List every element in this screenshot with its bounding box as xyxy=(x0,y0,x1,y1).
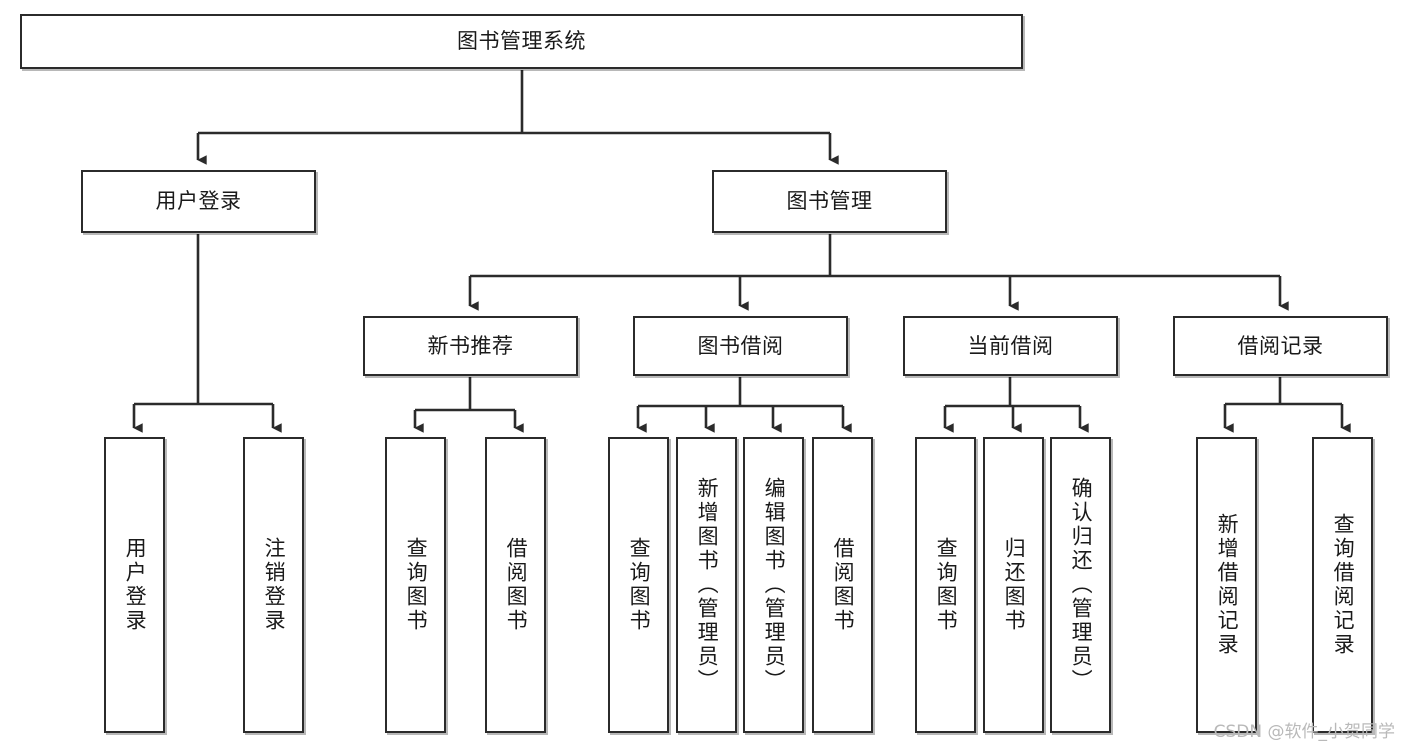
leaf-borrow-record-query[interactable]: 查询借阅记录 xyxy=(1312,437,1373,733)
leaf-current-borrow-query[interactable]: 查询图书 xyxy=(915,437,976,733)
node-book-borrow[interactable]: 图书借阅 xyxy=(633,316,848,376)
node-label: 新书推荐 xyxy=(427,333,514,358)
leaf-user-login-logout[interactable]: 注销登录 xyxy=(243,437,304,733)
node-new-book-recommend[interactable]: 新书推荐 xyxy=(363,316,578,376)
leaf-user-login-login[interactable]: 用户登录 xyxy=(104,437,165,733)
node-label: 图书借阅 xyxy=(697,333,784,358)
leaf-current-borrow-confirm-return[interactable]: 确认归还（管理员） xyxy=(1050,437,1111,733)
node-label: 图书管理 xyxy=(786,189,873,214)
node-label: 借阅图书 xyxy=(504,537,529,633)
node-label: 用户登录 xyxy=(123,537,148,633)
node-label: 确认归还（管理员） xyxy=(1069,477,1094,693)
node-label: 查询图书 xyxy=(404,537,429,633)
node-current-borrow[interactable]: 当前借阅 xyxy=(903,316,1118,376)
node-label: 图书管理系统 xyxy=(457,29,586,54)
node-label: 查询借阅记录 xyxy=(1331,513,1356,657)
node-label: 新增图书（管理员） xyxy=(695,477,720,693)
node-label: 查询图书 xyxy=(627,537,652,633)
node-label: 新增借阅记录 xyxy=(1215,513,1240,657)
leaf-book-borrow-borrow[interactable]: 借阅图书 xyxy=(812,437,873,733)
node-book-management[interactable]: 图书管理 xyxy=(712,170,947,233)
node-label: 借阅图书 xyxy=(831,537,856,633)
node-label: 借阅记录 xyxy=(1237,333,1324,358)
leaf-current-borrow-return[interactable]: 归还图书 xyxy=(983,437,1044,733)
leaf-book-borrow-add[interactable]: 新增图书（管理员） xyxy=(676,437,737,733)
leaf-borrow-record-add[interactable]: 新增借阅记录 xyxy=(1196,437,1257,733)
node-label: 注销登录 xyxy=(262,537,287,633)
node-label: 编辑图书（管理员） xyxy=(762,477,787,693)
node-label: 当前借阅 xyxy=(967,333,1054,358)
leaf-book-borrow-edit[interactable]: 编辑图书（管理员） xyxy=(743,437,804,733)
node-label: 查询图书 xyxy=(934,537,959,633)
leaf-new-book-borrow[interactable]: 借阅图书 xyxy=(485,437,546,733)
node-borrow-record[interactable]: 借阅记录 xyxy=(1173,316,1388,376)
node-label: 归还图书 xyxy=(1002,537,1027,633)
node-root-system[interactable]: 图书管理系统 xyxy=(20,14,1023,69)
csdn-watermark: CSDN @软件_小贺同学 xyxy=(1213,722,1395,742)
node-label: 用户登录 xyxy=(155,189,242,214)
node-user-login[interactable]: 用户登录 xyxy=(81,170,316,233)
leaf-new-book-query[interactable]: 查询图书 xyxy=(385,437,446,733)
leaf-book-borrow-query[interactable]: 查询图书 xyxy=(608,437,669,733)
